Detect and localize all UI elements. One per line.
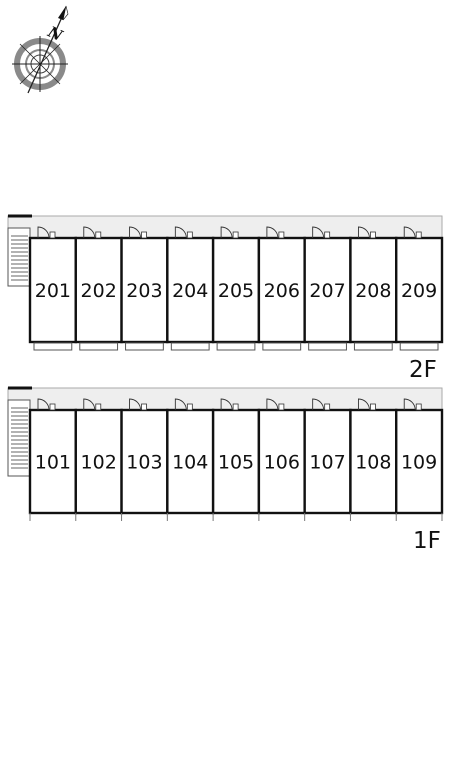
meter-box	[141, 231, 147, 239]
door-icon	[357, 226, 370, 239]
unit-203: 203	[120, 226, 169, 351]
unit-202: 202	[74, 226, 123, 351]
unit-number-209: 209	[401, 280, 437, 302]
meter-box	[95, 403, 102, 411]
meter-box	[278, 231, 285, 239]
door-icon	[83, 226, 96, 239]
unit-204: 204	[166, 226, 215, 351]
staircase	[7, 399, 31, 477]
balcony	[353, 342, 393, 351]
balcony	[125, 342, 164, 351]
meter-box	[49, 231, 56, 239]
door-icon	[266, 398, 279, 411]
unit-number-106: 106	[264, 452, 300, 474]
balcony	[79, 342, 119, 351]
unit-206: 206	[257, 226, 306, 351]
balcony	[216, 342, 256, 351]
unit-107: 107	[303, 398, 352, 521]
door-icon	[37, 398, 50, 411]
corridor	[7, 387, 443, 411]
door-icon	[129, 398, 142, 411]
meter-box	[370, 403, 376, 411]
meter-box	[95, 231, 102, 239]
unit-207: 207	[303, 226, 352, 351]
floor-label-1f: 1F	[413, 528, 441, 554]
unit-number-201: 201	[35, 280, 71, 302]
unit-number-207: 207	[309, 280, 345, 302]
unit-number-202: 202	[81, 280, 117, 302]
meter-box	[232, 403, 239, 411]
meter-box	[141, 403, 147, 411]
unit-number-205: 205	[218, 280, 254, 302]
door-icon	[312, 226, 325, 239]
unit-number-208: 208	[355, 280, 391, 302]
door-icon	[37, 226, 50, 239]
staircase	[7, 227, 31, 287]
door-icon	[220, 226, 233, 239]
unit-201: 201	[28, 226, 77, 351]
meter-box	[278, 403, 285, 411]
unit-105: 105	[211, 398, 261, 521]
door-icon	[220, 398, 233, 411]
floor-label-2f: 2F	[409, 357, 437, 383]
door-icon	[403, 398, 416, 411]
unit-209: 209	[395, 226, 444, 351]
unit-number-206: 206	[264, 280, 300, 302]
balcony	[399, 342, 439, 351]
door-icon	[403, 226, 416, 239]
meter-box	[186, 403, 193, 411]
unit-208: 208	[349, 226, 398, 351]
unit-number-109: 109	[401, 452, 437, 474]
balcony	[308, 342, 347, 351]
floor-2f-plan: 201 202 203 204 205 206 207 208 209	[7, 214, 444, 351]
meter-box	[186, 231, 193, 239]
unit-101: 101	[28, 398, 77, 521]
unit-103: 103	[120, 398, 169, 521]
balcony	[262, 342, 302, 351]
floor-1f-plan: 101 102 103 104 105 106 107 108 109	[7, 386, 444, 521]
balcony	[170, 342, 210, 351]
unit-number-105: 105	[218, 452, 254, 474]
unit-number-108: 108	[355, 452, 391, 474]
unit-number-204: 204	[172, 280, 208, 302]
door-icon	[312, 398, 325, 411]
meter-box	[370, 231, 376, 239]
meter-box	[49, 403, 56, 411]
unit-number-104: 104	[172, 452, 208, 474]
unit-108: 108	[349, 398, 398, 521]
compass-rose-icon	[12, 5, 69, 94]
unit-number-102: 102	[81, 452, 117, 474]
unit-number-103: 103	[126, 452, 162, 474]
meter-box	[415, 403, 422, 411]
corridor	[7, 215, 443, 239]
unit-number-101: 101	[35, 452, 71, 474]
meter-box	[324, 231, 331, 239]
door-icon	[174, 226, 187, 239]
meter-box	[324, 403, 331, 411]
unit-number-203: 203	[126, 280, 162, 302]
balcony	[33, 342, 73, 351]
door-icon	[174, 398, 187, 411]
unit-104: 104	[166, 398, 215, 521]
unit-109: 109	[395, 398, 444, 521]
unit-205: 205	[211, 226, 261, 351]
unit-102: 102	[74, 398, 123, 521]
meter-box	[415, 231, 422, 239]
unit-number-107: 107	[309, 452, 345, 474]
door-icon	[357, 398, 370, 411]
door-icon	[129, 226, 142, 239]
unit-106: 106	[257, 398, 306, 521]
door-icon	[83, 398, 96, 411]
meter-box	[232, 231, 239, 239]
door-icon	[266, 226, 279, 239]
